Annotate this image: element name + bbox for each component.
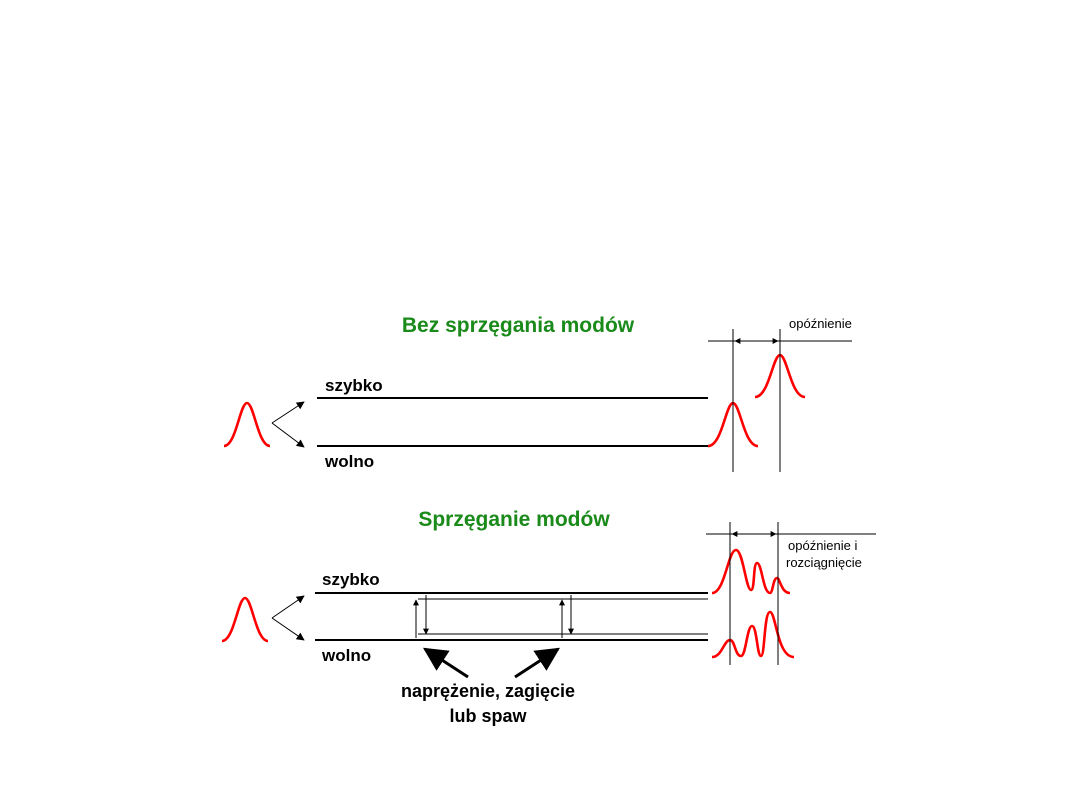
caption-line-2: lub spaw <box>449 706 527 726</box>
caption-arrow-right <box>514 647 561 679</box>
top-split-arrow-down <box>271 422 305 448</box>
bottom-output-pulse-fast <box>711 548 791 595</box>
bottom-input-pulse <box>221 596 269 643</box>
bottom-split-arrow-down <box>271 617 305 641</box>
top-fast-label: szybko <box>325 376 383 395</box>
bottom-panel: Sprzęganie modów szybko wolno naprężenie… <box>221 508 876 726</box>
bottom-delay-label-line1: opóźnienie i <box>788 538 857 553</box>
top-delay-label: opóźnienie <box>789 316 852 331</box>
bottom-split-arrow-up <box>271 595 305 619</box>
bottom-output-pulse-slow <box>711 610 795 659</box>
top-panel: Bez sprzęgania modów szybko wolno opóźni… <box>223 314 852 472</box>
top-title: Bez sprzęgania modów <box>402 314 635 337</box>
caption-arrow-left <box>422 647 469 679</box>
bottom-fast-label: szybko <box>322 570 380 589</box>
top-split-arrow-up <box>271 401 305 424</box>
bottom-delay-label-line2: rozciągnięcie <box>786 555 862 570</box>
caption-line-1: naprężenie, zagięcie <box>401 681 575 701</box>
top-slow-label: wolno <box>324 452 374 471</box>
bottom-title: Sprzęganie modów <box>418 508 610 531</box>
top-input-pulse <box>223 401 271 448</box>
bottom-slow-label: wolno <box>321 646 371 665</box>
